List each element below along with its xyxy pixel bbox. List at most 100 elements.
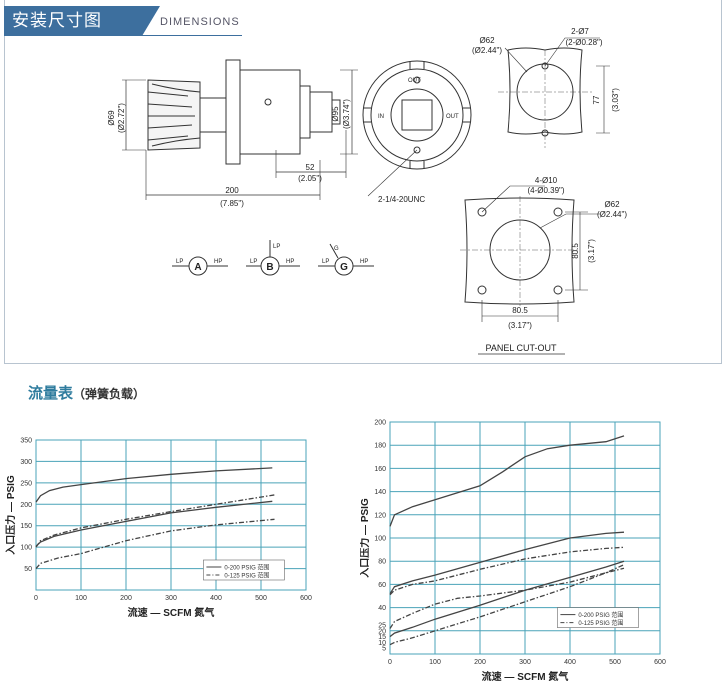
section-subtitle: DIMENSIONS <box>160 16 240 28</box>
panel-bottom-view <box>460 185 600 355</box>
y-tick-label: 80 <box>378 559 386 566</box>
port-symbol-g-top: G <box>334 246 339 252</box>
series-line-0-3 <box>35 518 275 570</box>
panel-top-view <box>498 37 610 148</box>
panel-bottom-hole-mm: Ø62 <box>604 200 620 209</box>
series-line-1-4 <box>389 564 625 646</box>
port-symbol-g-right: HP <box>360 259 368 265</box>
x-axis-label: 流速 — SCFM 氮气 <box>128 606 215 619</box>
dimension-drawing: Ø69 (Ø2.72") Ø95 (Ø3.74") 52 (2.05") 200… <box>107 27 627 355</box>
y-tick-label: 20 <box>378 628 386 635</box>
x-tick-label: 500 <box>255 595 267 602</box>
y-tick-label: 5 <box>382 646 386 653</box>
y-tick-label: 300 <box>20 459 32 466</box>
x-tick-label: 600 <box>300 595 312 602</box>
y-tick-label: 15 <box>378 634 386 641</box>
y-axis-label: 入口压力 — PSIG <box>360 498 371 578</box>
port-in-left: IN <box>378 114 384 120</box>
y-tick-label: 200 <box>374 420 386 427</box>
series-line-0-0 <box>35 467 273 503</box>
x-tick-label: 400 <box>210 595 222 602</box>
x-tick-label: 0 <box>388 659 392 666</box>
port-symbol-g-letter: G <box>340 262 348 273</box>
y-tick-label: 100 <box>20 545 32 552</box>
series-line-1-0 <box>389 435 625 527</box>
y-tick-label: 120 <box>374 512 386 519</box>
x-tick-label: 300 <box>165 595 177 602</box>
dim-len-total-in: (7.85") <box>220 199 244 208</box>
port-out-top: OUT <box>408 78 421 84</box>
flow-chart-left: 0 100 200 300 400 500 600 50 100 150 200 250 300 350 0… <box>4 438 312 620</box>
x-tick-label: 600 <box>654 659 666 666</box>
panel-top-height-in: (3.03") <box>611 88 620 112</box>
dim-len-short-in: (2.05") <box>298 174 322 183</box>
port-symbol-a-letter: A <box>194 262 201 273</box>
x-axis-label: 流速 — SCFM 氮气 <box>482 670 569 683</box>
port-symbol-b-right: HP <box>286 259 294 265</box>
x-tick-label: 200 <box>120 595 132 602</box>
title-underline <box>142 35 242 36</box>
panel-bottom-hole-in: (Ø2.44") <box>597 210 627 219</box>
panel-top-hole-in: (Ø2.44") <box>472 46 502 55</box>
front-view <box>362 60 472 197</box>
y-tick-label: 350 <box>20 438 32 445</box>
port-symbol-a-left: LP <box>176 259 183 265</box>
thread-spec: 2-1/4-20UNC <box>378 195 425 204</box>
panel-bottom-height-mm: 80.5 <box>571 243 580 259</box>
port-symbol-b-letter: B <box>266 262 273 273</box>
series-line-0-2 <box>35 494 275 548</box>
dimensions-panel <box>4 0 722 364</box>
legend-label: 0-125 PSIG 范围 <box>578 619 623 627</box>
panel-top-screw-in: (2-Ø0.28") <box>565 38 602 47</box>
y-tick-label: 200 <box>20 502 32 509</box>
y-tick-label: 140 <box>374 489 386 496</box>
legend-label: 0-200 PSIG 范围 <box>224 564 269 572</box>
flow-chart-title: 流量表（弹簧负载） <box>28 382 145 403</box>
y-tick-label: 40 <box>378 605 386 612</box>
series-line-1-1 <box>389 531 625 595</box>
panel-bottom-width-in: (3.17") <box>508 321 532 330</box>
x-tick-label: 0 <box>34 595 38 602</box>
y-tick-label: 100 <box>374 536 386 543</box>
panel-bottom-screw-in: (4-Ø0.39") <box>527 186 564 195</box>
port-symbol-b-left: LP <box>250 259 257 265</box>
x-tick-label: 100 <box>75 595 87 602</box>
panel-bottom-height-in: (3.17") <box>587 239 596 263</box>
port-symbol-a-right: HP <box>214 259 222 265</box>
y-tick-label: 250 <box>20 480 32 487</box>
y-tick-label: 180 <box>374 443 386 450</box>
dim-dia-left-mm: Ø69 <box>107 110 116 126</box>
flow-title-sub: （弹簧负载） <box>73 387 146 401</box>
x-tick-label: 100 <box>429 659 441 666</box>
series-line-1-5 <box>389 567 625 629</box>
dim-dia-right-in: (Ø3.74") <box>342 99 351 129</box>
y-tick-label: 50 <box>24 566 32 573</box>
legend-label: 0-200 PSIG 范围 <box>578 611 623 619</box>
y-axis-label: 入口压力 — PSIG <box>4 475 17 555</box>
side-view <box>147 59 341 165</box>
y-tick-label: 60 <box>378 582 386 589</box>
port-symbol-b-top: LP <box>273 244 280 250</box>
legend-label: 0-125 PSIG 范围 <box>224 572 269 580</box>
dim-dia-left-in: (Ø2.72") <box>117 103 126 133</box>
flow-title-main: 流量表 <box>28 385 74 402</box>
port-out-right: OUT <box>446 114 459 120</box>
y-tick-label: 160 <box>374 466 386 473</box>
panel-bottom-screw-mm: 4-Ø10 <box>535 176 558 185</box>
dim-len-total-mm: 200 <box>225 186 239 195</box>
port-symbols <box>172 240 374 276</box>
y-tick-label: 10 <box>378 640 386 647</box>
dim-dia-right-mm: Ø95 <box>331 106 340 122</box>
section-title: 安装尺寸图 <box>4 6 142 36</box>
y-tick-label: 150 <box>20 523 32 530</box>
panel-cutout-caption: PANEL CUT-OUT <box>485 343 557 353</box>
port-symbol-g-left: LP <box>322 259 329 265</box>
x-tick-label: 300 <box>519 659 531 666</box>
legend-box <box>203 559 285 581</box>
series-line-0-1 <box>35 500 273 547</box>
dim-len-short-mm: 52 <box>306 163 315 172</box>
x-tick-label: 400 <box>564 659 576 666</box>
y-tick-label: 25 <box>378 623 386 630</box>
x-tick-label: 200 <box>474 659 486 666</box>
